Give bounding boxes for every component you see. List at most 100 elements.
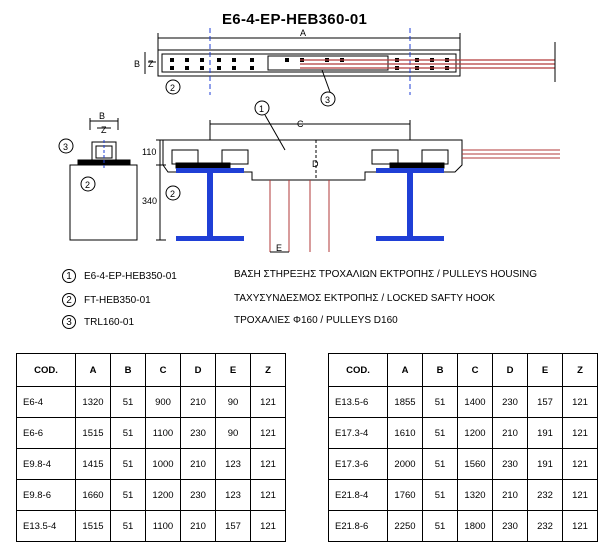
legend-item: 1 E6-4-EP-HEB350-01 [62,268,224,284]
table-cell-value: 230 [492,510,528,542]
dim-label-340: 340 [142,196,157,206]
callout-3-top [320,91,336,107]
table-cell-value: 51 [110,510,146,542]
dim-label-b-side: B [99,111,105,121]
table-cell-value: 51 [110,448,146,480]
callout-2-side-label: 2 [85,180,90,190]
legend-code: E6-4-EP-HEB350-01 [84,270,177,282]
table-cell-value: 191 [527,448,563,480]
legend-description: ΒΑΣΗ ΣΤΗΡΕΞΗΣ ΤΡΟΧΑΛΙΩΝ ΕΚΤΡΟΠΗΣ / PULLE… [234,269,538,280]
callout-3-top-label: 3 [325,95,330,105]
dim-label-z-side: Z [101,125,107,135]
table-cell-code: E17.3-6 [328,448,388,480]
table-cell-value: 1560 [457,448,493,480]
table-cell-value: 121 [562,448,598,480]
table-cell-value: 121 [250,448,286,480]
table-cell-code: E17.3-4 [328,417,388,449]
table-cell-value: 51 [422,510,458,542]
table-cell-value: 191 [527,417,563,449]
callout-3-side [58,138,74,154]
table-header-cell: B [422,353,458,387]
legend-item: 3 TRL160-01 [62,314,224,330]
table-cell-value: 210 [180,386,216,418]
table-cell-value: 121 [250,479,286,511]
table-header-cell: D [492,353,528,387]
callout-2-top-label: 2 [170,83,175,93]
table-cell-value: 232 [527,479,563,511]
table-header-cell: A [75,353,111,387]
table-cell-value: 51 [422,448,458,480]
front-view [156,120,560,253]
table-cell-value: 123 [215,448,251,480]
legend-item: 2 FT-HEB350-01 [62,292,224,308]
dim-label-110: 110 [142,147,156,157]
table-header-cell: B [110,353,146,387]
table-header-cell: D [180,353,216,387]
table-cell-value: 121 [250,417,286,449]
table-cell-value: 230 [180,479,216,511]
table-cell-value: 1415 [75,448,111,480]
table-cell-value: 51 [422,479,458,511]
technical-drawing: A B Z 2 3 1 [58,28,560,253]
table-cell-value: 1320 [75,386,111,418]
table-cell-value: 1515 [75,417,111,449]
legend-number: 1 [62,269,76,283]
table-header-cell: E [215,353,251,387]
table-cell-value: 1000 [145,448,181,480]
dim-label-d: D [312,159,319,169]
table-cell-value: 51 [110,479,146,511]
dim-label-a: A [300,28,306,38]
table-cell-value: 230 [180,417,216,449]
callout-2-side [80,176,96,192]
callout-2-front [165,185,181,201]
table-header-cell: COD. [16,353,76,387]
table-cell-code: E6-6 [16,417,76,449]
heb-beam-right [376,168,444,241]
legend-code: TRL160-01 [84,316,135,328]
table-cell-code: E13.5-4 [16,510,76,542]
table-cell-value: 121 [250,386,286,418]
legend-description: ΤΑΧΥΣΥΝΔΕΣΜΟΣ ΕΚΤΡΟΠΗΣ / LOCKED SAFTY HO… [234,293,496,304]
table-cell-value: 210 [180,510,216,542]
table-cell-value: 2250 [387,510,423,542]
table-cell-value: 121 [562,417,598,449]
table-header-cell: E [527,353,563,387]
callout-2-top [165,79,181,95]
table-header-cell: C [457,353,493,387]
table-cell-code: E21.8-6 [328,510,388,542]
table-cell-value: 230 [492,386,528,418]
legend-number: 3 [62,315,76,329]
table-cell-value: 1200 [457,417,493,449]
table-cell-value: 1515 [75,510,111,542]
side-view [69,118,138,241]
table-cell-value: 2000 [387,448,423,480]
dim-label-e: E [276,243,282,253]
table-cell-code: E13.5-6 [328,386,388,418]
table-cell-value: 1660 [75,479,111,511]
dim-label-z-top: Z [148,59,154,69]
table-cell-value: 232 [527,510,563,542]
table-cell-value: 1610 [387,417,423,449]
table-cell-value: 51 [422,386,458,418]
table-cell-code: E9.8-6 [16,479,76,511]
top-view [144,28,556,95]
table-header-cell: A [387,353,423,387]
table-cell-value: 157 [215,510,251,542]
table-cell-value: 1800 [457,510,493,542]
table-cell-value: 1760 [387,479,423,511]
table-cell-code: E21.8-4 [328,479,388,511]
table-cell-value: 1320 [457,479,493,511]
table-cell-value: 1100 [145,417,181,449]
table-cell-value: 157 [527,386,563,418]
dim-label-c: C [297,119,304,129]
table-cell-value: 123 [215,479,251,511]
table-cell-value: 210 [180,448,216,480]
